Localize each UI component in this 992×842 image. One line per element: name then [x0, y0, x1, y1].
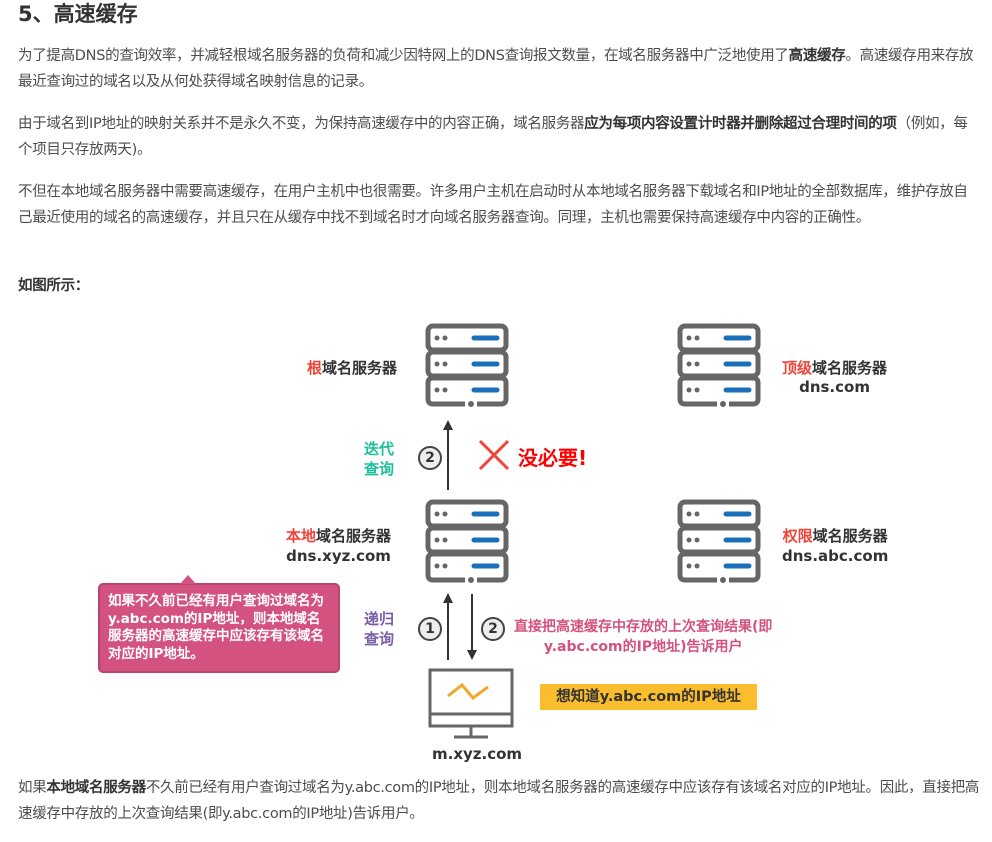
- host: dns.abc.com: [782, 547, 889, 565]
- local-server-label: 本地域名服务器 dns.xyz.com: [286, 526, 391, 566]
- text: 不久前已经有用户查询过域名为y.abc.com的IP地址，则本地域名服务器的高速…: [18, 780, 980, 822]
- label: 域名服务器: [321, 359, 397, 377]
- callout-pointer: [180, 575, 196, 584]
- step-2-badge: 2: [418, 446, 442, 470]
- iterative-query-label: 迭代查询: [364, 439, 394, 479]
- text: 。高速缓存用来存放最近查询过的域名以及从何处获得域名映射信息的记录。: [18, 48, 974, 90]
- computer-icon: [428, 668, 514, 739]
- text: 如果: [18, 780, 47, 796]
- section-heading: 5、高速缓存: [18, 2, 138, 26]
- bold-text: 应为每项内容设置计时器并删除超过合理时间的项: [584, 116, 897, 132]
- label: 查询: [364, 630, 395, 648]
- paragraph-4: 如图所示：: [18, 278, 89, 294]
- local-server-icon: [425, 499, 509, 585]
- bold-text: 本地域名服务器: [46, 780, 146, 796]
- bold-text: 高速缓存: [788, 48, 846, 64]
- line: 直接把高速缓存中存放的上次查询结果(即: [514, 619, 773, 635]
- text: （例如，每个项目只存放两天)。: [18, 116, 968, 158]
- label: 域名服务器: [316, 527, 392, 545]
- step-2-badge: 2: [481, 617, 505, 641]
- tld-server-icon: [677, 323, 761, 409]
- root-server-label: 根域名服务器: [307, 357, 397, 378]
- paragraph-3: 不但在本地域名服务器中需要高速缓存，在用户主机中也很需要。许多用户主机在启动时从…: [18, 184, 968, 226]
- host-label: m.xyz.com: [432, 745, 523, 763]
- arrow-up: [443, 593, 453, 660]
- line: y.abc.com的IP地址)告诉用户: [543, 639, 743, 655]
- auth-server-icon: [677, 499, 761, 585]
- highlight: 根: [306, 359, 322, 377]
- query-goal-label: 想知道y.abc.com的IP地址: [540, 684, 757, 710]
- highlight: 顶级: [782, 359, 813, 377]
- reply-text: 直接把高速缓存中存放的上次查询结果(即 y.abc.com的IP地址)告诉用户: [514, 617, 772, 657]
- label: 域名服务器: [812, 359, 888, 377]
- label: 迭代: [364, 440, 395, 458]
- host: dns.xyz.com: [286, 547, 391, 565]
- cross-icon: [478, 439, 510, 471]
- label: 查询: [364, 460, 395, 478]
- root-server-icon: [425, 323, 509, 409]
- label: 域名服务器: [812, 527, 888, 545]
- arrow-down: [467, 594, 477, 660]
- callout-box: 如果不久前已经有用户查询过域名为y.abc.com的IP地址，则本地域名服务器的…: [98, 583, 340, 673]
- text: 由于域名到IP地址的映射关系并不是永久不变，为保持高速缓存中的内容正确，域名服务…: [18, 116, 585, 132]
- auth-server-label: 权限域名服务器 dns.abc.com: [782, 526, 888, 566]
- highlight: 本地: [286, 527, 317, 545]
- recursive-query-label: 递归查询: [364, 609, 394, 649]
- paragraph-1: 为了提高DNS的查询效率，并减轻根域名服务器的负荷和减少因特网上的DNS查询报文…: [18, 44, 980, 95]
- arrow-up: [443, 420, 453, 490]
- label: 递归: [364, 610, 395, 628]
- paragraph-2: 由于域名到IP地址的映射关系并不是永久不变，为保持高速缓存中的内容正确，域名服务…: [18, 112, 980, 163]
- highlight: 权限: [782, 527, 813, 545]
- host: dns.com: [799, 378, 870, 396]
- unneeded-label: 没必要!: [518, 446, 588, 470]
- step-1-badge: 1: [418, 617, 442, 641]
- text: 为了提高DNS的查询效率，并减轻根域名服务器的负荷和减少因特网上的DNS查询报文…: [18, 48, 789, 64]
- paragraph-5: 如果本地域名服务器不久前已经有用户查询过域名为y.abc.com的IP地址，则本…: [18, 776, 980, 827]
